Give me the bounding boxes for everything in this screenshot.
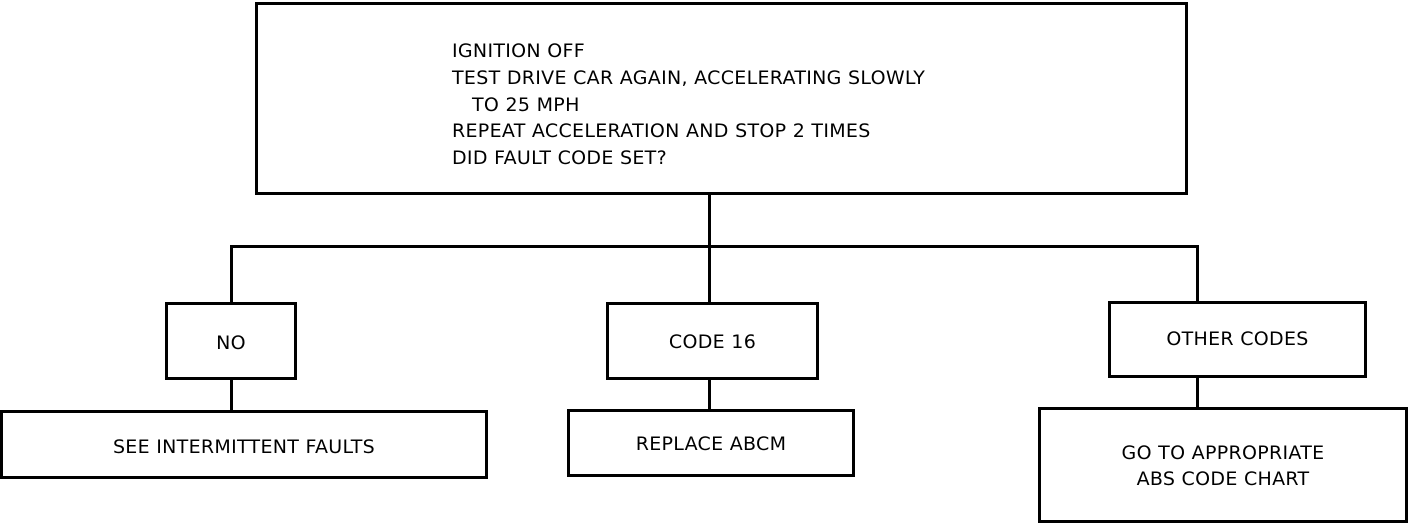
code-16-box: CODE 16 xyxy=(606,302,819,380)
question-line-4: REPEAT ACCELERATION AND STOP 2 TIMES xyxy=(452,120,871,142)
see-intermittent-faults-label: SEE INTERMITTENT FAULTS xyxy=(112,436,376,458)
question-box: IGNITION OFF TEST DRIVE CAR AGAIN, ACCEL… xyxy=(255,2,1188,195)
branch-other-connector xyxy=(1196,245,1199,303)
question-line-3: TO 25 MPH xyxy=(472,94,580,116)
code-16-label: CODE 16 xyxy=(668,331,757,353)
see-intermittent-faults-box: SEE INTERMITTENT FAULTS xyxy=(0,410,488,479)
abs-code-chart-label-line-1: GO TO APPROPRIATE xyxy=(1121,442,1325,464)
no-label: NO xyxy=(216,332,246,354)
no-action-connector xyxy=(230,380,233,412)
code-16-action-connector xyxy=(708,380,711,412)
branch-no-connector xyxy=(230,245,233,304)
question-line-5: DID FAULT CODE SET? xyxy=(452,147,667,169)
other-codes-label: OTHER CODES xyxy=(1166,328,1309,350)
no-box: NO xyxy=(165,302,297,380)
abs-code-chart-label-line-2: ABS CODE CHART xyxy=(1136,468,1310,490)
abs-code-chart-box: GO TO APPROPRIATE ABS CODE CHART xyxy=(1038,407,1408,523)
branch-horizontal-connector xyxy=(230,245,1199,248)
question-line-2: TEST DRIVE CAR AGAIN, ACCELERATING SLOWL… xyxy=(452,67,926,89)
question-line-1: IGNITION OFF xyxy=(452,40,585,62)
other-codes-box: OTHER CODES xyxy=(1108,301,1367,378)
trunk-connector xyxy=(708,195,711,248)
replace-abcm-box: REPLACE ABCM xyxy=(567,409,855,477)
branch-code16-connector xyxy=(708,245,711,304)
other-codes-action-connector xyxy=(1196,378,1199,409)
replace-abcm-label: REPLACE ABCM xyxy=(635,433,787,455)
